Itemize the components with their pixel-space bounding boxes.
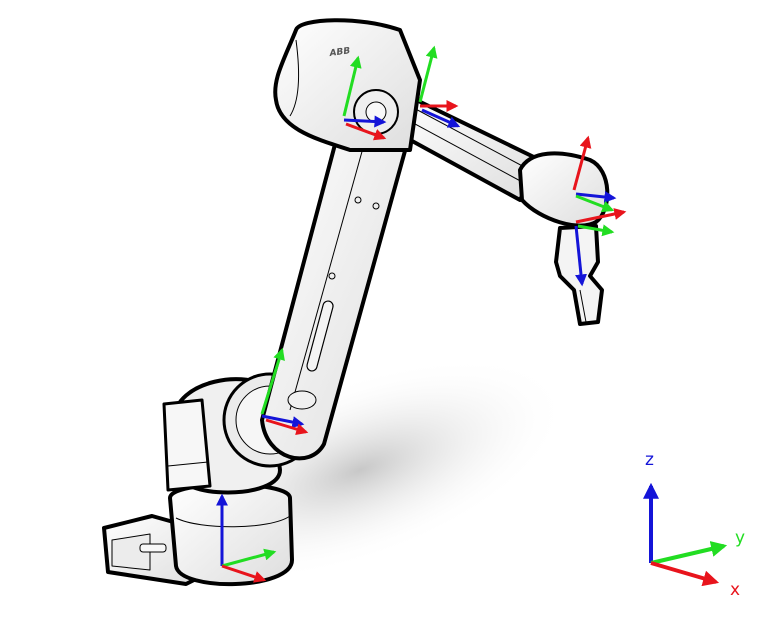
- frame-base: [216, 493, 277, 583]
- legend-x-axis: [650, 561, 720, 587]
- frame-joint5-x-axis: [572, 135, 592, 191]
- frame-joint2-y-axis: [260, 347, 285, 415]
- frame-joint2-z-axis: [261, 414, 305, 429]
- frame-joint4-z-axis: [421, 108, 461, 128]
- frame-joint4: [418, 45, 461, 128]
- frame-joint5-z-axis: [575, 191, 617, 203]
- axis-legend: [643, 482, 728, 587]
- frame-joint2-x-axis: [265, 418, 309, 435]
- frame-joint4-y-axis: [418, 45, 438, 103]
- frame-base-y-axis: [221, 548, 277, 568]
- frame-joint3: [342, 55, 387, 141]
- frame-base-x-axis: [221, 564, 267, 583]
- robot-logo: ABB: [328, 46, 351, 59]
- frame-tool-y-axis: [577, 224, 615, 237]
- frame-joint3-z-axis: [343, 115, 387, 128]
- frame-tool-x-axis: [575, 208, 627, 224]
- legend-x-label: x: [730, 580, 741, 600]
- frame-joint5: [572, 135, 617, 213]
- frame-tool: [574, 208, 627, 287]
- frame-joint5-y-axis: [575, 194, 615, 213]
- frame-joint3-y-axis: [342, 55, 362, 117]
- legend-z-label: z: [645, 450, 654, 470]
- frame-tool-z-axis: [574, 225, 587, 287]
- coordinate-frames: [216, 45, 627, 583]
- robot-lower-arm: [260, 116, 410, 461]
- legend-y-label: y: [735, 528, 746, 548]
- frame-joint3-x-axis: [345, 122, 387, 141]
- frame-joint2: [260, 347, 309, 435]
- legend-y-axis: [650, 541, 728, 565]
